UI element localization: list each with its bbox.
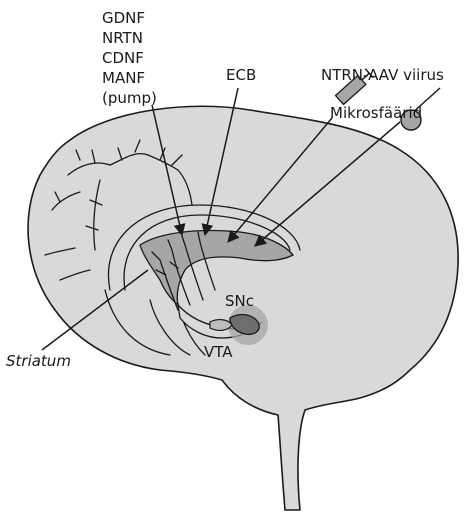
label-manf: MANF — [102, 69, 145, 87]
label-ecb: ECB — [226, 66, 256, 84]
label-nrtn: NRTN — [102, 29, 143, 47]
label-snc: SNc — [225, 292, 254, 310]
vta-region — [210, 320, 232, 331]
label-ntrn-aav-virus: NTRN-AAV viirus — [321, 66, 444, 84]
label-gdnf: GDNF — [102, 9, 145, 27]
label-vta: VTA — [204, 343, 233, 361]
label-pump: (pump) — [102, 89, 157, 107]
label-striatum: Striatum — [6, 352, 71, 370]
label-cdnf: CDNF — [102, 49, 144, 67]
label-mikrosfaarid: Mikrosfäärid — [330, 104, 422, 122]
